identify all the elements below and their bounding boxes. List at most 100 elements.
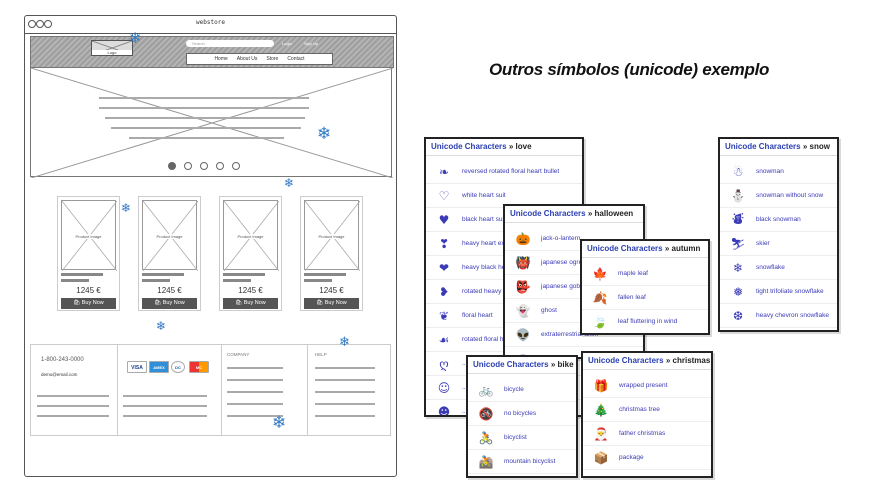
product-card: Product Image 1245 € 🛍 Buy Now	[138, 196, 201, 311]
panel-title-prefix[interactable]: Unicode Characters	[725, 142, 801, 151]
window-maximize-icon[interactable]	[44, 20, 52, 28]
login-link[interactable]: Login	[282, 41, 292, 46]
buy-now-button[interactable]: 🛍 Buy Now	[304, 298, 359, 309]
footer-link-line[interactable]	[227, 379, 283, 381]
list-item[interactable]: ⛄snowman without snow	[720, 184, 837, 208]
item-label: black snowman	[756, 216, 801, 223]
product-image[interactable]: Product Image	[142, 200, 198, 271]
list-item[interactable]: 🍃leaf fluttering in wind	[582, 310, 708, 333]
product-image-label: Product Image	[305, 234, 358, 239]
buy-now-label: Buy Now	[162, 300, 185, 306]
chevron-snowflake-icon: ❆	[732, 308, 744, 323]
cart-icon: 🛍	[154, 300, 163, 306]
footer-company-column: COMPANY	[221, 345, 308, 435]
list-item[interactable]: 🎁wrapped present	[583, 374, 711, 398]
product-name-line	[223, 273, 265, 276]
item-label: fallen leaf	[618, 294, 646, 301]
snowflake-icon: ❄	[129, 29, 142, 47]
carousel-dot[interactable]	[168, 162, 176, 170]
product-image[interactable]: Product Image	[304, 200, 360, 271]
nav-about-us[interactable]: About Us	[236, 56, 258, 62]
amex-card-icon: AMEX	[149, 361, 169, 373]
carousel-dot[interactable]	[216, 162, 224, 170]
list-item[interactable]: ⛷skier	[720, 232, 837, 256]
footer-link-line[interactable]	[315, 379, 375, 381]
floral-heart-bullet-icon: ❧	[438, 164, 450, 179]
buy-now-button[interactable]: 🛍 Buy Now	[223, 298, 278, 309]
window-minimize-icon[interactable]	[36, 20, 44, 28]
bicyclist-icon: 🚴	[478, 430, 494, 445]
nav-store[interactable]: Store	[266, 56, 279, 62]
list-item[interactable]: 🎃jack-o-lantern	[505, 227, 643, 251]
logo-placeholder[interactable]: Logo	[91, 40, 133, 56]
list-item[interactable]: 🚳no bicycles	[468, 402, 576, 426]
carousel-dot[interactable]	[200, 162, 208, 170]
panel-title-prefix[interactable]: Unicode Characters	[588, 356, 664, 365]
footer-email[interactable]: demo@email.com	[41, 372, 78, 377]
snowflake-icon: ❄	[732, 260, 744, 275]
carousel-dot[interactable]	[232, 162, 240, 170]
item-label: jack-o-lantern	[541, 235, 581, 242]
smiley-icon: ☺	[437, 380, 451, 395]
product-desc-line	[304, 279, 332, 282]
list-item[interactable]: 🍂fallen leaf	[582, 286, 708, 310]
snowman-icon: ☃	[732, 164, 744, 179]
nav-home[interactable]: Home	[214, 56, 228, 62]
list-item[interactable]: ❧ reversed rotated floral heart bullet	[426, 160, 582, 184]
list-item[interactable]: ☻...	[426, 400, 582, 416]
list-item[interactable]: ❆heavy chevron snowflake	[720, 304, 837, 328]
skier-icon: ⛷	[730, 236, 746, 251]
product-image-label: Product Image	[62, 234, 115, 239]
product-name-line	[61, 273, 103, 276]
item-label: reversed rotated floral heart bullet	[462, 168, 560, 175]
list-item[interactable]: ❄snowflake	[720, 256, 837, 280]
panel-title-prefix[interactable]: Unicode Characters	[510, 209, 586, 218]
list-item[interactable]: 🚴bicyclist	[468, 426, 576, 450]
buy-now-button[interactable]: 🛍 Buy Now	[61, 298, 116, 309]
footer-link-line[interactable]	[315, 367, 375, 369]
footer-link-line[interactable]	[315, 391, 375, 393]
buy-now-button[interactable]: 🛍 Buy Now	[142, 298, 197, 309]
window-close-icon[interactable]	[28, 20, 36, 28]
list-item[interactable]: 🚲bicycle	[468, 378, 576, 402]
footer-link-line[interactable]	[227, 403, 283, 405]
footer-company-heading: COMPANY	[227, 352, 250, 357]
product-image[interactable]: Product Image	[223, 200, 279, 271]
list-item[interactable]: 📦package	[583, 446, 711, 470]
buy-now-label: Buy Now	[243, 300, 266, 306]
signup-link[interactable]: Sign Up	[304, 41, 319, 46]
panel-title-separator: »	[550, 360, 556, 369]
panel-title-prefix[interactable]: Unicode Characters	[587, 244, 663, 253]
list-item[interactable]: ❅tight trifoliate snowflake	[720, 280, 837, 304]
snowflake-icon: ❄	[317, 124, 332, 144]
panel-title-prefix[interactable]: Unicode Characters	[473, 360, 549, 369]
footer-link-line[interactable]	[315, 415, 375, 417]
list-item[interactable]: 👹japanese ogre	[505, 251, 643, 275]
list-item[interactable]: 🍁maple leaf	[582, 262, 708, 286]
product-image[interactable]: Product Image	[61, 200, 117, 271]
panel-title-prefix[interactable]: Unicode Characters	[431, 142, 507, 151]
item-label: japanese goblin	[541, 283, 587, 290]
list-item[interactable]: 🎅father christmas	[583, 422, 711, 446]
list-item[interactable]: 👻ghost	[505, 299, 643, 323]
list-item[interactable]: 👺japanese goblin	[505, 275, 643, 299]
nav-contact[interactable]: Contact	[287, 56, 305, 62]
search-input[interactable]: Search	[186, 40, 274, 47]
footer-link-line[interactable]	[227, 391, 283, 393]
list-item[interactable]: 🚵mountain bicyclist	[468, 450, 576, 474]
footer-link-line[interactable]	[227, 415, 283, 417]
list-item[interactable]: ⛇black snowman	[720, 208, 837, 232]
list-item[interactable]: 👽extraterrestrial alien	[505, 323, 643, 347]
snowflake-icon: ❄	[339, 335, 350, 350]
product-image-label: Product Image	[143, 234, 196, 239]
snowman-without-snow-icon: ⛄	[730, 188, 746, 203]
floral-heart-icon: ❦	[438, 308, 450, 323]
footer-link-line[interactable]	[227, 367, 283, 369]
footer-help-heading: HELP	[315, 352, 327, 357]
list-item[interactable]: ☃snowman	[720, 160, 837, 184]
list-item[interactable]: 🎄christmas tree	[583, 398, 711, 422]
carousel-dot[interactable]	[184, 162, 192, 170]
footer-payment-column: VISA AMEX DC MC	[117, 345, 222, 435]
footer-link-line[interactable]	[315, 403, 375, 405]
wrapped-present-icon: 🎁	[593, 378, 609, 393]
